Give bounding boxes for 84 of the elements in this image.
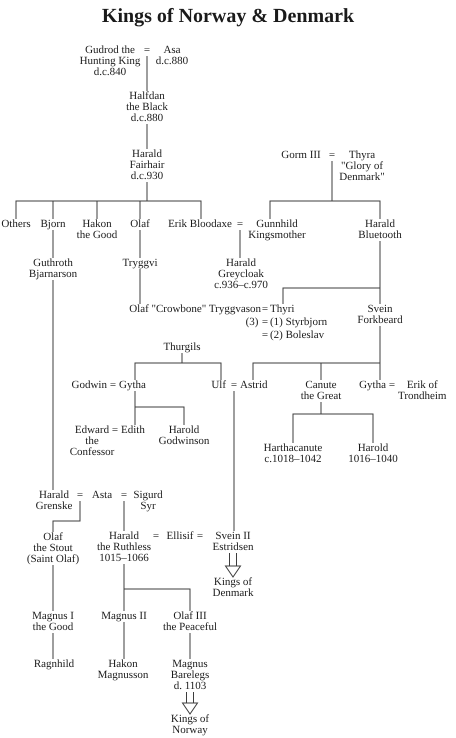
descent-line bbox=[52, 632, 54, 660]
marriage-sign: = bbox=[262, 304, 268, 315]
person-name: Thyra bbox=[348, 150, 376, 161]
marriage-sign: = bbox=[120, 490, 128, 501]
person-name: (2) Boleslav bbox=[270, 330, 324, 341]
person-name: Thyri bbox=[270, 304, 294, 315]
marriage-sign: = bbox=[144, 45, 150, 56]
person-name: Harold bbox=[356, 443, 390, 454]
person-note: d.c.840 bbox=[94, 67, 126, 78]
descent-line bbox=[52, 500, 80, 532]
person-name: Godwin bbox=[72, 380, 107, 391]
person-name: Gytha bbox=[119, 380, 146, 391]
person-name: Sigurd Syr bbox=[133, 490, 163, 512]
person-name: Gorm III bbox=[281, 150, 321, 161]
person-name: Olaf the Stout bbox=[32, 532, 74, 554]
person-name: Ellisif bbox=[166, 531, 194, 542]
person-name: Erik of Trondheim bbox=[398, 380, 446, 402]
descent-line bbox=[182, 352, 222, 380]
descent-line bbox=[52, 280, 54, 490]
descent-line bbox=[52, 564, 54, 612]
marriage-sign: = bbox=[152, 531, 160, 542]
person-name: Olaf bbox=[130, 219, 150, 230]
person-name: Edith bbox=[121, 425, 145, 436]
person-note: d. 1103 bbox=[174, 681, 206, 692]
marriage-sign: = bbox=[110, 380, 116, 391]
descent-line bbox=[146, 124, 148, 150]
person-note: d.c.880 bbox=[130, 113, 164, 124]
person-note: (Saint Olaf) bbox=[26, 554, 80, 565]
person-name: Magnus I the Good bbox=[32, 611, 74, 633]
title: Kings of Norway & Denmark bbox=[102, 4, 354, 28]
person-note: d.c.930 bbox=[130, 171, 164, 182]
marriage-sign: = bbox=[196, 531, 204, 542]
person-name: Svein II Estridsen bbox=[212, 531, 254, 553]
person-name: Gytha bbox=[359, 380, 386, 391]
person-name: Ragnhild bbox=[34, 659, 74, 670]
marriage-sign: = bbox=[76, 490, 84, 501]
person-name: Asta bbox=[92, 490, 112, 501]
person-name: Olaf III the Peaceful bbox=[162, 611, 218, 633]
marriage-number: (3) bbox=[246, 317, 258, 328]
person-name: Olaf "Crowbone" Tryggvason bbox=[129, 304, 261, 315]
descent-line bbox=[320, 402, 374, 444]
marriage-sign: = bbox=[262, 330, 268, 341]
person-name: Tryggvi bbox=[122, 258, 158, 269]
descent-line bbox=[124, 564, 190, 612]
descent-line bbox=[134, 390, 184, 426]
person-name: Harald Bluetooth bbox=[358, 219, 402, 241]
marriage-sign: = bbox=[262, 317, 268, 328]
person-name: Asa bbox=[162, 45, 182, 56]
marriage-sign: = bbox=[236, 219, 244, 230]
person-note: d.c.880 bbox=[156, 56, 188, 67]
person-note: "Glory of Denmark" bbox=[339, 161, 385, 183]
person-name: Harthacanute bbox=[264, 443, 322, 454]
marriage-sign: = bbox=[112, 425, 118, 436]
person-name: Others bbox=[1, 219, 31, 230]
marriage-sign: = bbox=[328, 150, 336, 161]
person-name: Harald Grenske bbox=[36, 490, 72, 512]
person-name: Ulf bbox=[211, 380, 226, 391]
person-name: Harold Godwinson bbox=[158, 425, 210, 447]
person-name: Harald the Ruthless bbox=[96, 531, 152, 553]
person-name: (1) Styrbjorn bbox=[270, 317, 328, 328]
person-name: Hakon Magnusson bbox=[98, 659, 148, 681]
descendants-label: Kings of Norway bbox=[170, 714, 210, 736]
person-name: Gunnhild Kingsmother bbox=[248, 219, 306, 241]
descent-line bbox=[146, 56, 148, 92]
person-note: c.1018–1042 bbox=[264, 454, 322, 465]
marriage-sign: = bbox=[230, 380, 238, 391]
descent-line bbox=[52, 230, 54, 258]
person-name: Canute the Great bbox=[300, 380, 342, 402]
person-name: Svein Forkbeard bbox=[357, 304, 403, 326]
marriage-sign: = bbox=[388, 380, 396, 391]
person-note: c.936–c.970 bbox=[214, 280, 268, 291]
descent-arrow bbox=[182, 692, 198, 714]
person-name: Guthroth Bjarnarson bbox=[28, 258, 78, 280]
person-name: Hakon the Good bbox=[76, 219, 118, 241]
descent-line bbox=[332, 160, 380, 220]
person-name: Astrid bbox=[240, 380, 268, 391]
person-name: Magnus II bbox=[101, 611, 147, 622]
person-name: Thurgils bbox=[163, 342, 201, 353]
person-name: Bjorn bbox=[40, 219, 66, 230]
descent-arrow bbox=[225, 552, 242, 578]
person-note: 1016–1040 bbox=[348, 454, 398, 465]
descendants-label: Kings of Denmark bbox=[212, 577, 254, 599]
person-note: 1015–1066 bbox=[98, 553, 150, 564]
person-name: Erik Bloodaxe bbox=[168, 219, 232, 230]
